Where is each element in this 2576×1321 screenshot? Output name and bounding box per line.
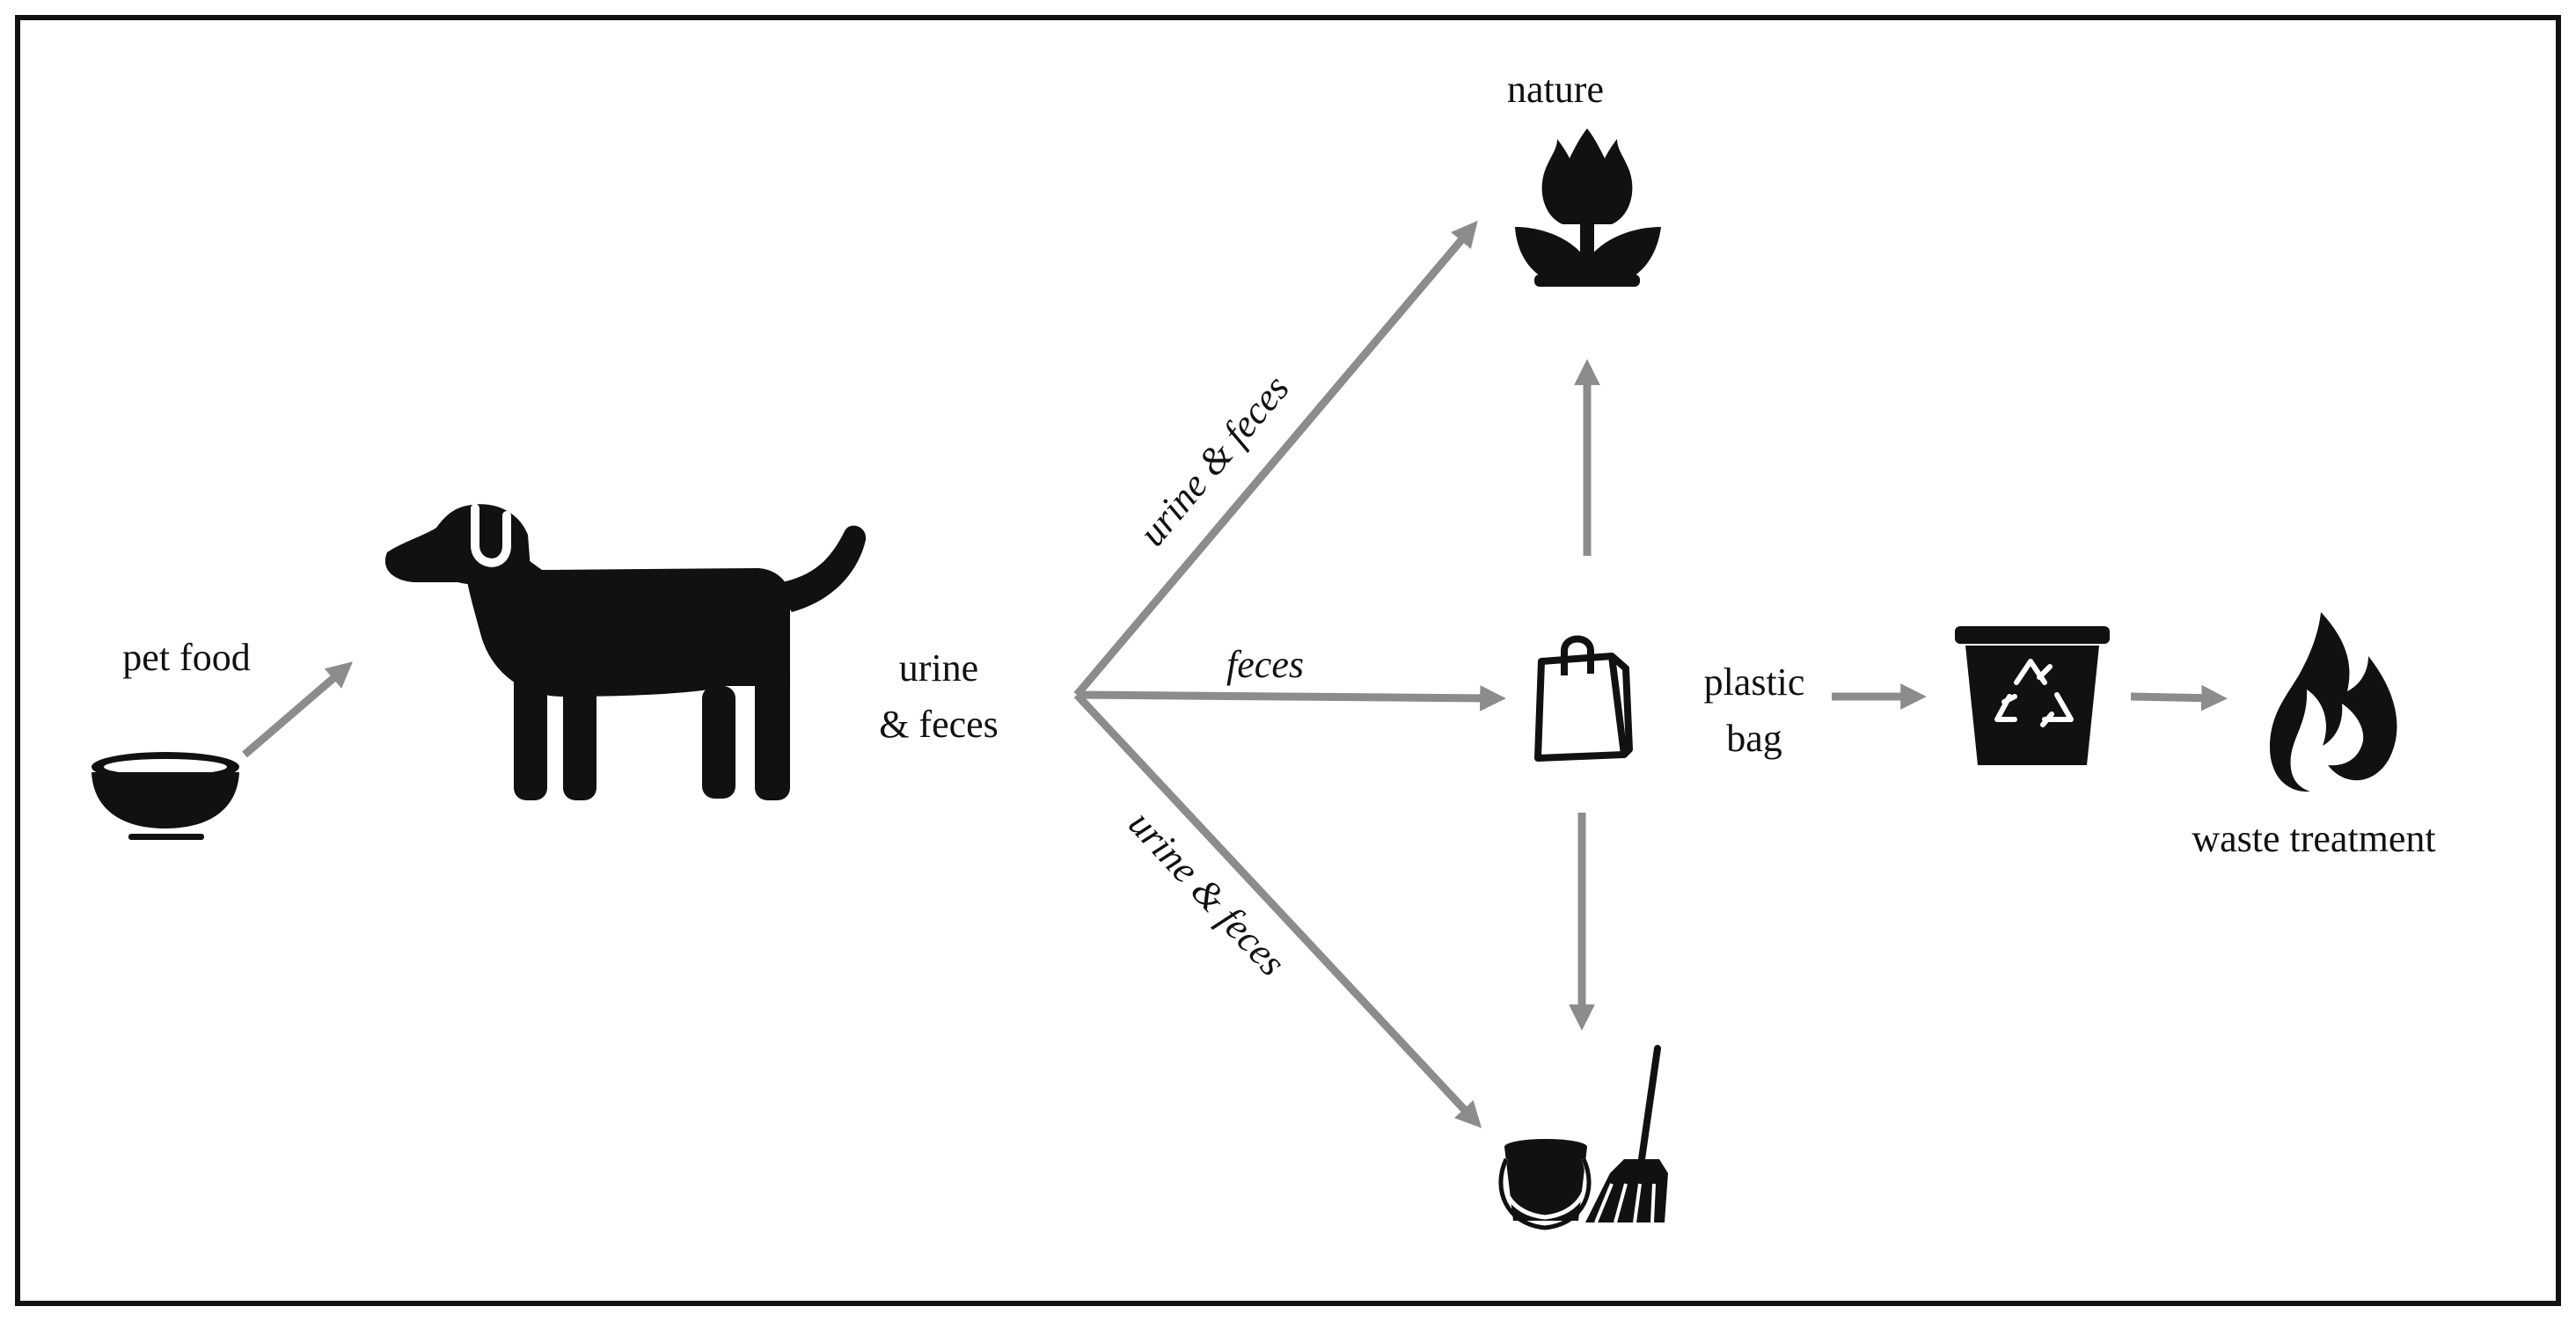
arrow-bin-to-fire: [2130, 684, 2228, 712]
label-urine-feces-line1: urine: [898, 646, 979, 690]
label-plastic-bag-line2: bag: [1726, 717, 1782, 760]
flower-icon: [1515, 128, 1661, 287]
arrow-food-to-dog: [242, 661, 354, 758]
arrow-to-nature: [1073, 220, 1478, 697]
label-pet-food: pet food: [122, 636, 251, 679]
diagram-border: [15, 15, 2561, 1306]
label-edge-feces: feces: [1226, 643, 1304, 686]
label-nature: nature: [1507, 68, 1604, 111]
arrow-to-bag: [1076, 685, 1506, 712]
bowl-icon: [91, 752, 239, 840]
arrow-to-cleaning: [1073, 691, 1482, 1128]
recycle-bin-icon: [1955, 626, 2110, 765]
fire-icon: [2270, 612, 2397, 792]
bag-icon: [1534, 635, 1633, 762]
bucket-mop-icon: [1498, 1045, 1668, 1230]
label-plastic-bag-line1: plastic: [1703, 660, 1805, 704]
label-waste-treatment: waste treatment: [2192, 817, 2436, 860]
dog-icon: [384, 504, 867, 800]
label-urine-feces-line2: & feces: [879, 703, 999, 746]
